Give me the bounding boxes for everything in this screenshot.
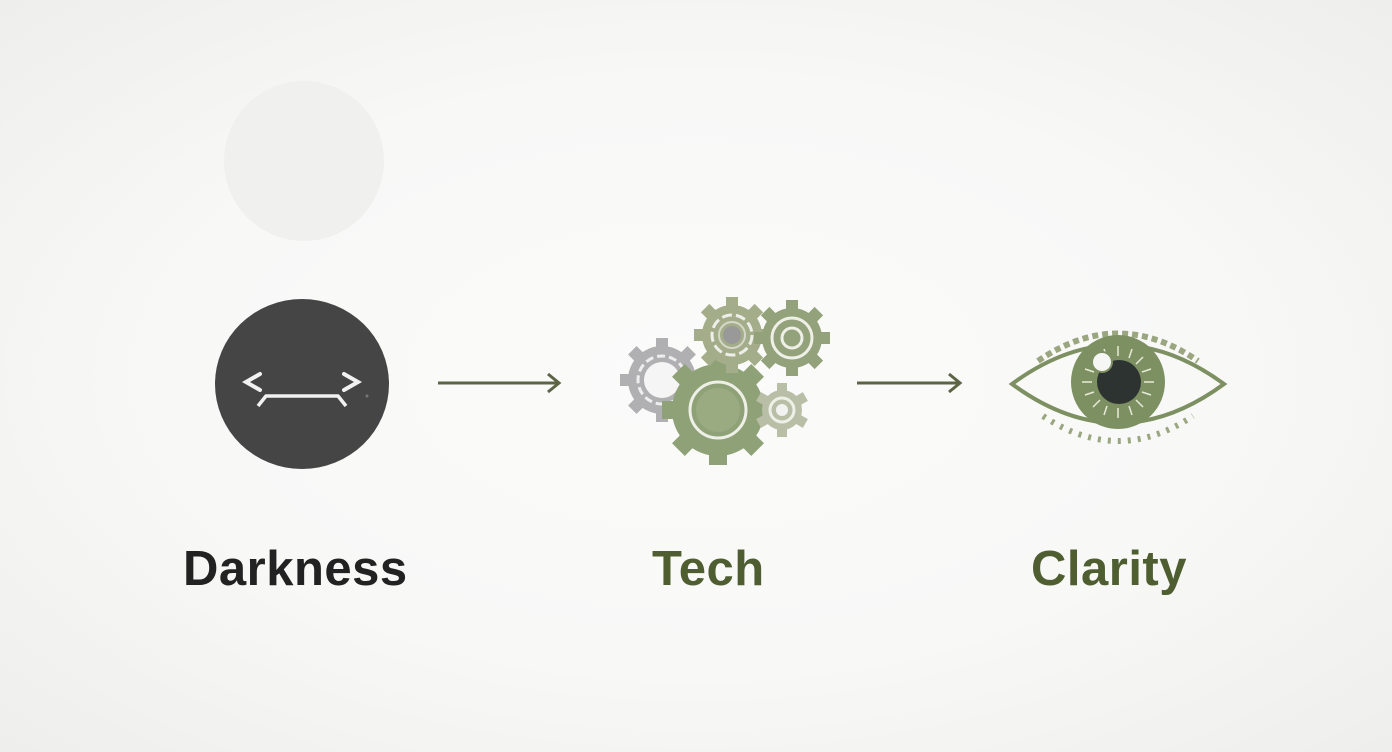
arrow-right-icon [857, 372, 963, 394]
faded-circle-decoration [224, 81, 384, 241]
clarity-node [1008, 316, 1228, 456]
dark-face-circle-icon [215, 299, 389, 469]
darkness-node [214, 298, 390, 470]
clarity-label: Clarity [1031, 542, 1188, 596]
gears-icon [620, 297, 830, 466]
eye-icon [1008, 330, 1228, 444]
tech-label: Tech [652, 542, 765, 596]
darkness-label: Darkness [183, 542, 408, 596]
arrow-right-icon [438, 372, 562, 394]
tech-node [620, 295, 835, 466]
